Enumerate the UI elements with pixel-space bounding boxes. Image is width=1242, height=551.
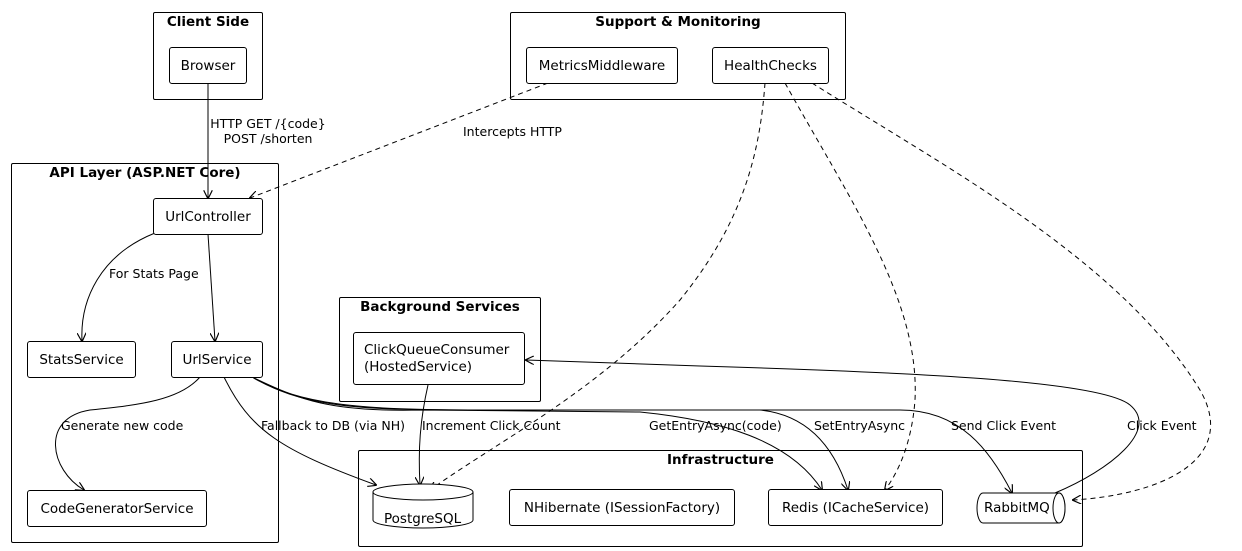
rabbitmq-label: RabbitMQ xyxy=(984,500,1050,516)
url-service-label: UrlService xyxy=(182,351,252,368)
edge-health-rabbitmq xyxy=(811,82,1212,500)
url-controller-node: UrlController xyxy=(153,198,263,235)
edge-label-stats-page: For Stats Page xyxy=(109,266,199,281)
edge-urlservice-codegen xyxy=(55,376,201,490)
redis-label: Redis (ICacheService) xyxy=(781,499,930,516)
rabbitmq-cylinder-shape xyxy=(976,492,1066,524)
url-service-node: UrlService xyxy=(171,341,263,378)
edge-label-http: HTTP GET /{code} POST /shorten xyxy=(200,116,336,146)
cluster-client-side: Client Side xyxy=(153,12,263,100)
health-checks-node: HealthChecks xyxy=(712,47,829,84)
edge-label-generate: Generate new code xyxy=(61,418,184,433)
cluster-support-monitoring: Support & Monitoring xyxy=(510,12,846,100)
click-queue-consumer-sublabel: (HostedService) xyxy=(364,358,473,375)
cluster-infrastructure: Infrastructure xyxy=(358,450,1083,547)
postgres-cylinder-shape xyxy=(372,483,474,529)
edge-label-http-get: HTTP GET /{code} xyxy=(210,116,326,131)
edge-label-set-entry: SetEntryAsync xyxy=(814,418,906,433)
edge-health-postgres xyxy=(430,82,766,490)
edge-label-intercepts: Intercepts HTTP xyxy=(463,124,562,139)
postgres-label: PostgreSQL xyxy=(384,511,462,527)
stats-service-label: StatsService xyxy=(39,351,124,368)
redis-node: Redis (ICacheService) xyxy=(768,489,943,526)
edge-consumer-postgres xyxy=(419,384,429,485)
edge-urlservice-rabbitmq xyxy=(251,376,1012,493)
edge-label-increment: Increment Click Count xyxy=(422,418,561,433)
click-queue-consumer-node: ClickQueueConsumer (HostedService) xyxy=(353,332,525,385)
edge-label-click-event: Click Event xyxy=(1127,418,1197,433)
edge-label-send-click: Send Click Event xyxy=(951,418,1057,433)
edge-urlservice-postgres xyxy=(223,376,376,485)
code-generator-service-node: CodeGeneratorService xyxy=(27,490,207,527)
cluster-client-side-title: Client Side xyxy=(166,14,250,30)
edge-controller-urlservice xyxy=(207,233,215,341)
cluster-infrastructure-title: Infrastructure xyxy=(667,452,774,468)
browser-label: Browser xyxy=(180,57,236,74)
metrics-middleware-label: MetricsMiddleware xyxy=(538,57,666,74)
code-generator-service-label: CodeGeneratorService xyxy=(40,500,194,517)
cluster-api-layer-title: API Layer (ASP.NET Core) xyxy=(49,165,241,181)
edge-label-fallback: Fallback to DB (via NH) xyxy=(261,418,406,433)
nhibernate-label: NHibernate (ISessionFactory) xyxy=(523,499,721,516)
cluster-background-services-title: Background Services xyxy=(360,299,520,315)
nhibernate-node: NHibernate (ISessionFactory) xyxy=(509,489,735,526)
edge-label-get-entry: GetEntryAsync(code) xyxy=(649,418,782,433)
edge-label-post-shorten: POST /shorten xyxy=(223,131,313,146)
edge-rabbitmq-consumer xyxy=(526,360,1140,494)
cluster-background-services: Background Services xyxy=(339,297,541,402)
click-queue-consumer-label: ClickQueueConsumer xyxy=(364,341,510,358)
cluster-support-monitoring-title: Support & Monitoring xyxy=(595,14,761,30)
metrics-middleware-node: MetricsMiddleware xyxy=(526,47,678,84)
cluster-api-layer: API Layer (ASP.NET Core) xyxy=(11,163,279,543)
edge-health-redis xyxy=(784,82,916,490)
browser-node: Browser xyxy=(169,47,247,84)
url-controller-label: UrlController xyxy=(165,208,251,225)
stats-service-node: StatsService xyxy=(27,341,136,378)
health-checks-label: HealthChecks xyxy=(724,57,817,74)
edge-controller-stats xyxy=(82,232,156,341)
